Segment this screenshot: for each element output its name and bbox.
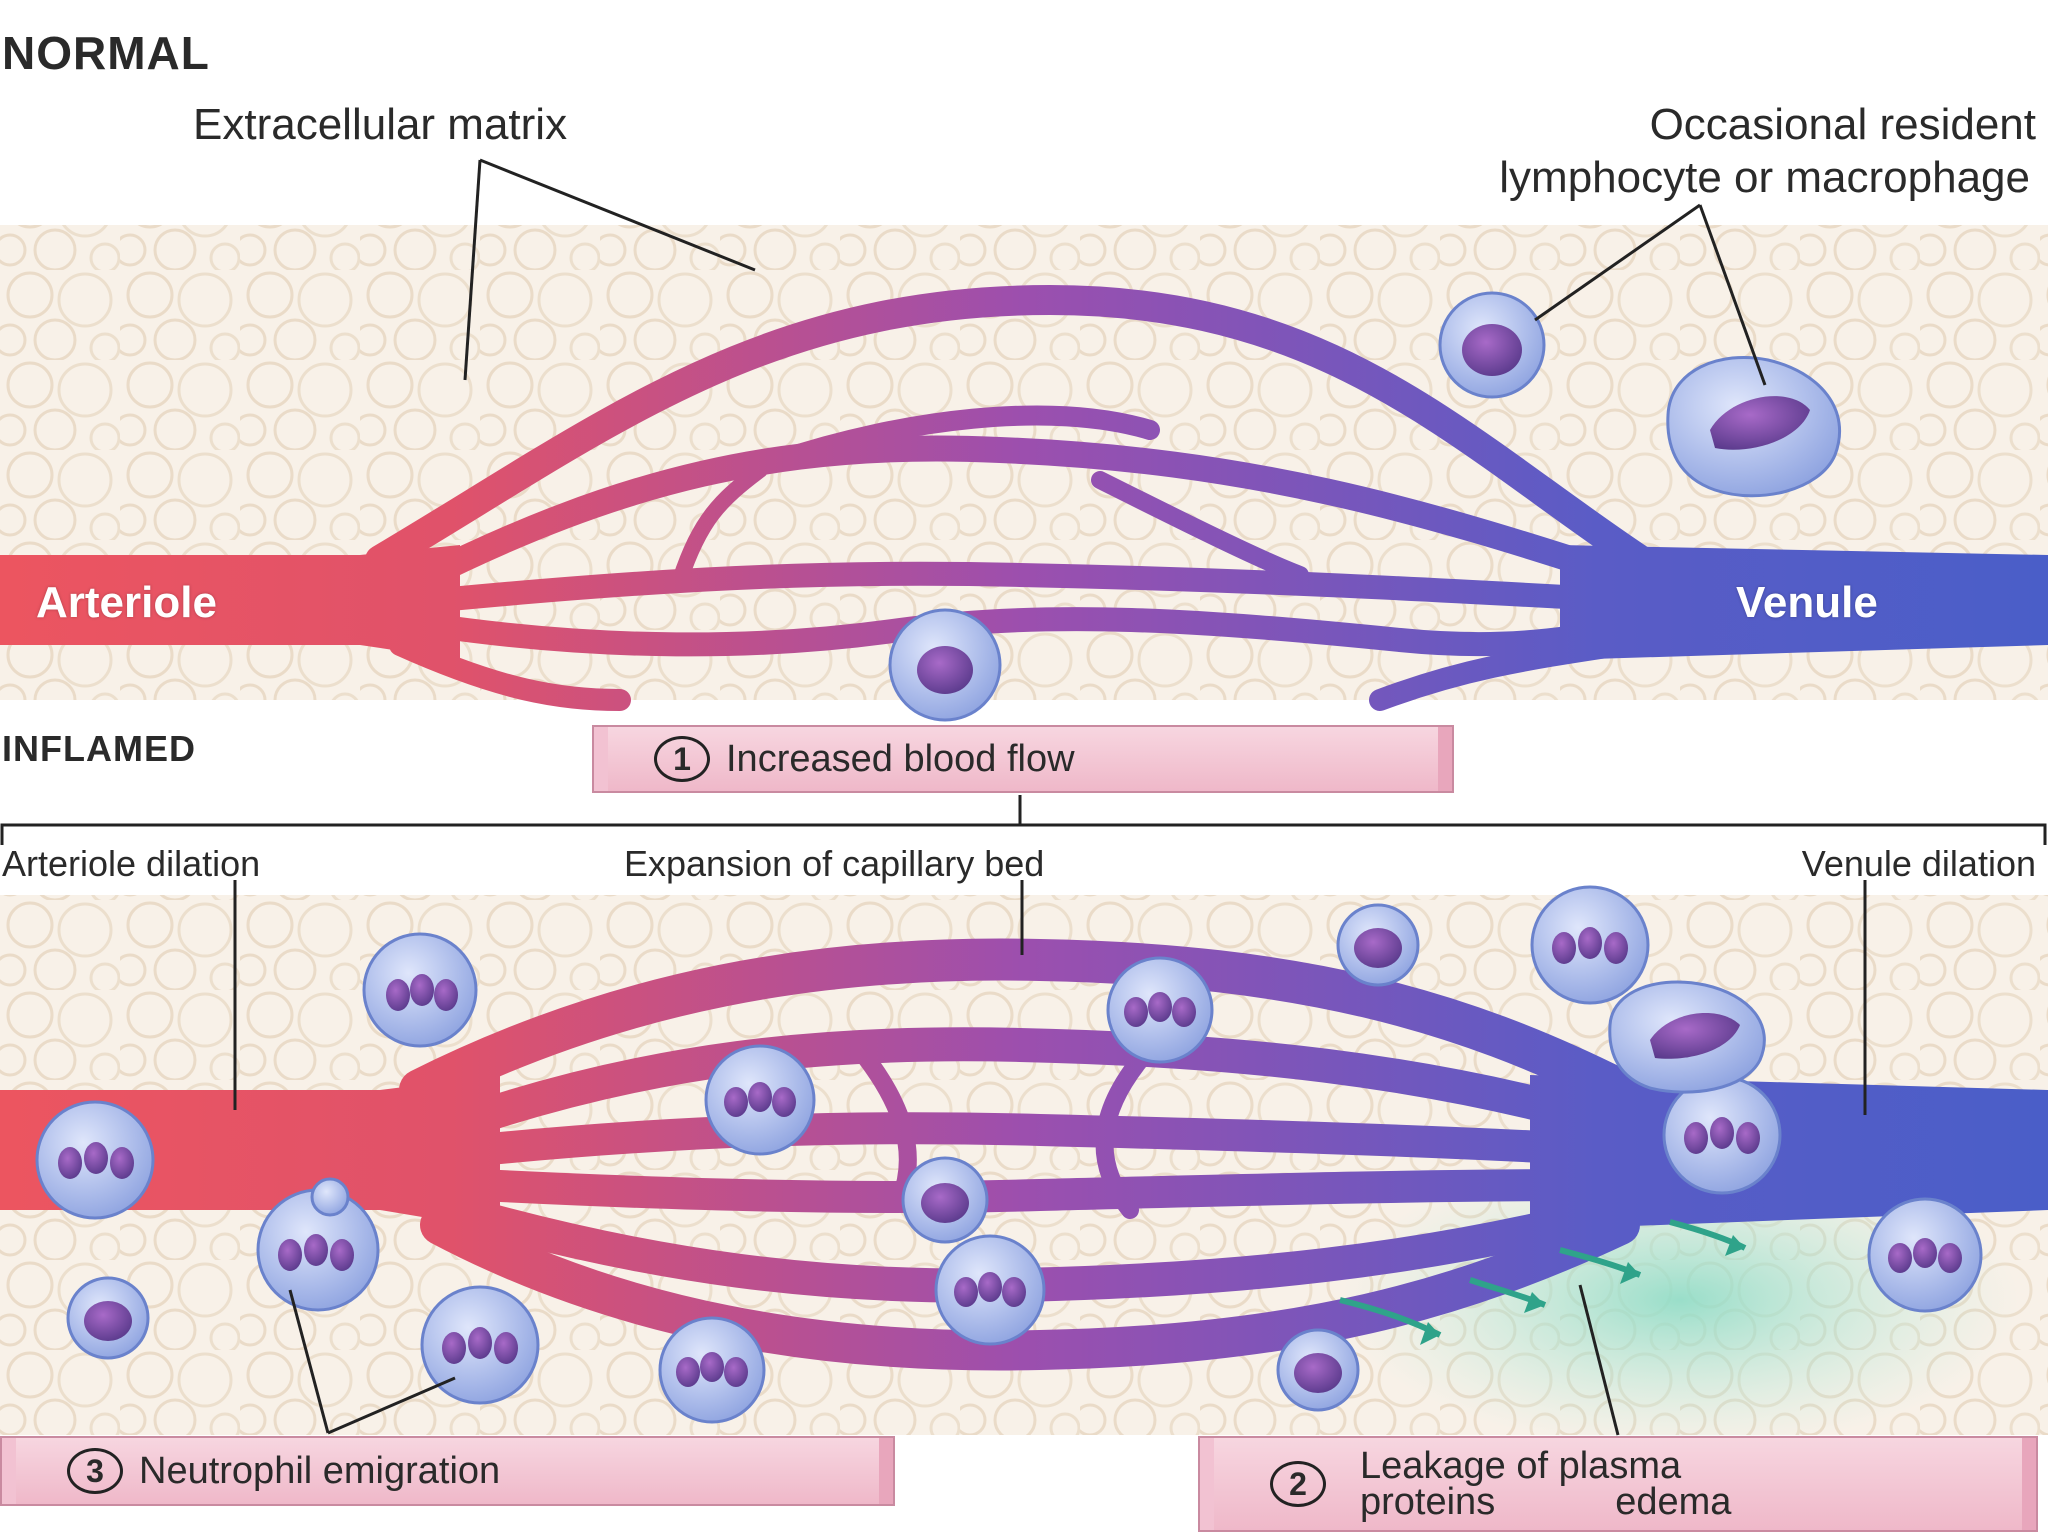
normal-title: NORMAL <box>2 27 210 79</box>
label-arteriole-dilation: Arteriole dilation <box>2 843 261 884</box>
resident-cell-2 <box>1666 355 1841 498</box>
normal-leader-lines <box>463 158 1767 386</box>
resident-cell-1 <box>1438 291 1546 399</box>
step2-line2-a: proteins <box>1360 1481 1496 1523</box>
venule-trunk <box>1560 545 2048 660</box>
step2-callout: 2 Leakage of plasma proteins edema <box>1198 1436 2038 1532</box>
inflamed-panel <box>0 795 2048 1450</box>
step3-callout: 3 Neutrophil emigration <box>0 1436 895 1506</box>
label-resident-line2: lymphocyte or macrophage <box>1499 153 2030 202</box>
inflamed-leader-lines <box>0 795 2047 1436</box>
label-venule-dilation: Venule dilation <box>1801 843 2036 884</box>
resident-cell-3 <box>888 608 1002 722</box>
label-venule: Venule <box>1736 578 1878 627</box>
label-arteriole: Arteriole <box>36 578 217 627</box>
normal-panel <box>0 158 2048 722</box>
capillary-network-inflamed <box>399 938 1641 1371</box>
step1-callout: 1 Increased blood flow <box>592 725 1454 793</box>
arteriole-trunk <box>0 545 460 660</box>
label-resident-line1: Occasional resident <box>1649 100 2036 149</box>
step2-number: 2 <box>1270 1461 1326 1507</box>
step3-label: Neutrophil emigration <box>139 1449 501 1492</box>
label-capillary-expansion: Expansion of capillary bed <box>624 843 1045 884</box>
capillary-network-normal <box>365 284 1655 711</box>
step1-label: Increased blood flow <box>726 737 1075 780</box>
leakage-arrowheads <box>1420 1235 1745 1345</box>
inflamed-title: INFLAMED <box>2 728 196 769</box>
lymphocyte-cells <box>66 903 1766 1412</box>
step2-line1: Leakage of plasma <box>1360 1445 1682 1487</box>
step2-line2-b: edema <box>1615 1481 1732 1523</box>
step3-number: 3 <box>67 1448 123 1494</box>
label-extracellular-matrix: Extracellular matrix <box>193 100 568 149</box>
neutrophil-cells <box>35 885 1983 1424</box>
dilated-venule <box>1530 1075 2048 1230</box>
step1-number: 1 <box>654 736 710 782</box>
